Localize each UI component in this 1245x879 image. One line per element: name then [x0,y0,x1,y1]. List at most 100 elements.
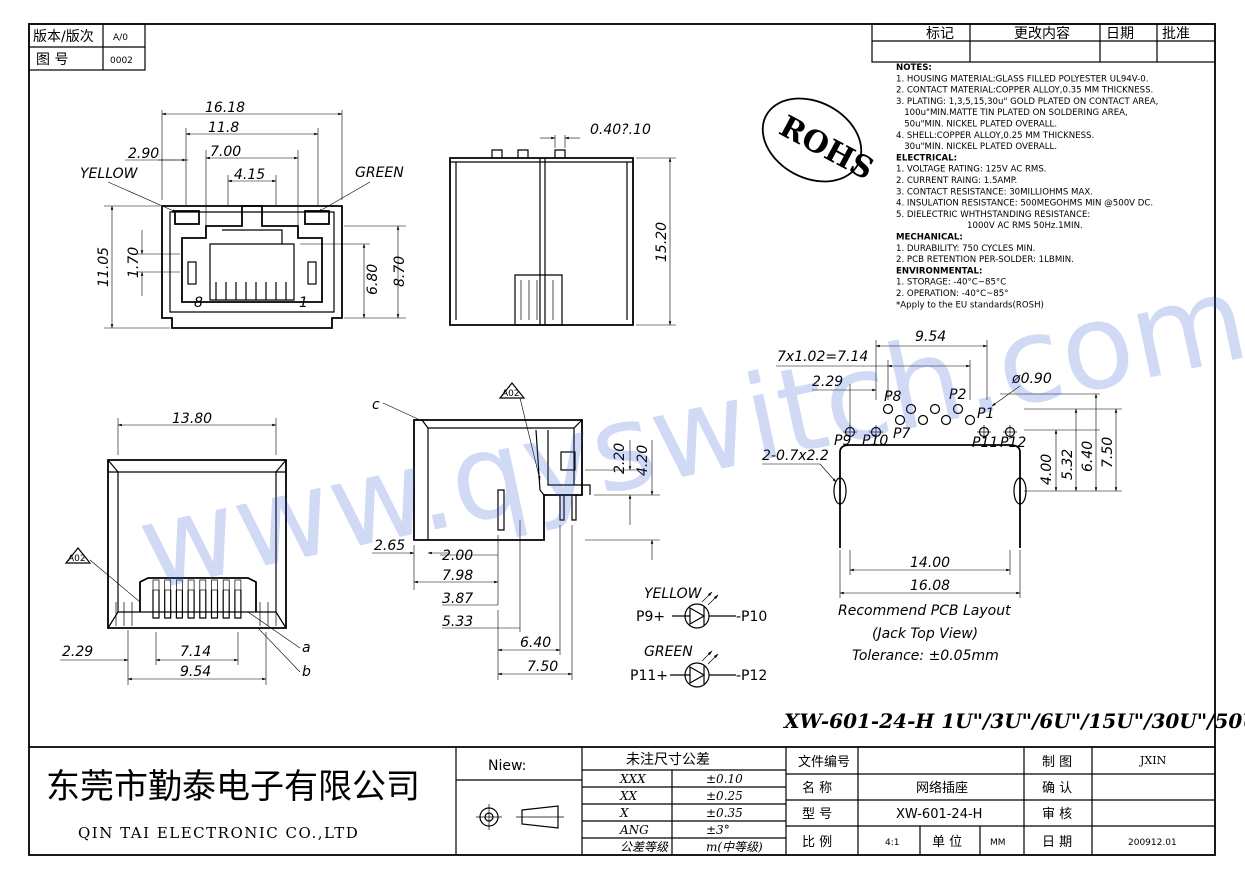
side-view: 0.40?.10 15.20 [449,122,676,326]
bottom-pin [222,590,230,619]
pcb-p10: P10 [862,433,888,449]
bottom-pin-tab [199,579,207,591]
watermark: www.qyswitch.com [127,248,1245,617]
pcb-hole [894,414,906,426]
date-value: 200912.01 [1128,838,1177,848]
title-block: 东莞市勤泰电子有限公司 QIN TAI ELECTRONIC CO.,LTD N… [29,746,1215,855]
yellow-label: YELLOW [80,166,139,182]
tol-key: XX [619,789,638,803]
pin8-label: 8 [194,295,203,311]
pcb-dim-16-08: 16.08 [910,578,950,594]
note-line: 5. DIELECTRIC WHTHSTANDING RESISTANCE: [896,210,1090,220]
version-value: A/0 [113,33,128,43]
note-line: 1. VOLTAGE RATING: 125V AC RMS. [896,165,1047,175]
note-line: 50u"MIN. NICKEL PLATED OVERALL. [896,120,1057,130]
name-label: 名 称 [802,780,832,796]
pcb-hole [917,414,929,426]
pcb-caption-3: Tolerance: ±0.05mm [852,648,999,664]
pcb-dim-0-90: ø0.90 [1011,371,1052,387]
dim-0-40: 0.40?.10 [590,122,651,138]
note-line: 2. CURRENT RAING: 1.5AMP. [896,176,1017,186]
tol-value: ±3° [706,823,730,837]
bottom-pin-tab [234,579,242,591]
file-no-label: 文件编号 [798,755,850,770]
note-line: 2. PCB RETENTION PER-SOLDER: 1LBMIN. [896,255,1074,265]
pcb-p11: P11 [972,435,998,451]
name-value: 网络插座 [916,780,968,796]
note-line: 4. SHELL:COPPER ALLOY,0.25 MM THICKNESS. [896,131,1094,141]
note-line: 2. OPERATION: -40°C~85° [896,289,1009,299]
note-line: 1000V AC RMS 50Hz.1MIN. [896,221,1083,231]
dim-7-14: 7.14 [180,644,211,660]
pcb-p1: P1 [977,406,994,422]
pcb-dim-14-00: 14.00 [910,555,950,571]
led-yellow-label: YELLOW [644,586,703,602]
version-label: 版本/版次 [33,29,94,45]
dim-7-98: 7.98 [442,568,473,584]
note-line: ELECTRICAL: [896,153,957,163]
company-en: QIN TAI ELECTRONIC CO.,LTD [78,824,359,842]
model-value: XW-601-24-H [896,807,982,822]
part-title: XW-601-24-H 1U"/3U"/6U"/15U"/30U"/50U" [782,709,1245,733]
dim-4-15: 4.15 [234,167,265,183]
bottom-pin-tab [211,579,218,591]
pcb-layout: 9.54 7x1.02=7.14 2.29 ø0.90 P8 P2 P1 P7 … [762,329,1122,664]
green-label: GREEN [355,165,404,181]
pcb-dim-5-32: 5.32 [1060,449,1076,480]
note-line: 100u"MIN.MATTE TIN PLATED ON SOLDERING A… [896,108,1128,118]
pcb-p2: P2 [949,387,966,403]
dim-3-87: 3.87 [442,591,473,607]
revision-table: 标记 更改内容 日期 批准 [871,23,1216,63]
dim-2-20: 2.20 [612,443,628,474]
front-view: 8 1 16.18 11.8 7.00 2.90 4.15 YELLOW GRE… [80,100,408,329]
pcb-caption-1: Recommend PCB Layout [838,603,1011,619]
rev-header-mark: 标记 [926,26,954,42]
bottom-pin-tab [176,579,183,591]
tol-value: ±0.35 [706,806,743,820]
pcb-hole [882,403,894,415]
label-b: b [302,664,311,680]
label-c: c [372,397,380,413]
pcb-dim-2-29: 2.29 [812,374,843,390]
pcb-dim-9-54: 9.54 [915,329,946,345]
bottom-view: 13.80 A02 2.29 7.14 9.54 a b [60,411,311,685]
tol-key: X [619,806,629,820]
led-p9: P9+ [636,609,665,625]
tolerance-title: 未注尺寸公差 [626,752,710,768]
note-line: NOTES: [896,63,932,73]
company-cn: 东莞市勤泰电子有限公司 [46,767,420,807]
pcb-dim-6-40: 6.40 [1080,441,1096,472]
dim-13-80: 13.80 [172,411,212,427]
led-p11: P11+ [630,668,668,684]
note-line: 3. PLATING: 1,3,5,15,30u" GOLD PLATED ON… [896,97,1158,107]
rohs-text: ROHS [774,109,880,187]
model-label: 型 号 [802,807,832,822]
pcb-dim-7x: 7x1.02=7.14 [777,349,868,365]
bottom-pin-tab [187,579,195,591]
dim-4-20: 4.20 [635,445,651,476]
rev-header-approve: 批准 [1162,26,1190,42]
bottom-pin [187,590,195,619]
dim-2-00: 2.00 [442,548,473,564]
note-line: 1. STORAGE: -40°C~85°C [896,278,1006,288]
dim-7-00: 7.00 [210,144,241,160]
scale-value: 4:1 [885,838,899,848]
drawing-no-value: 0002 [110,56,133,66]
pcb-hole [929,403,941,415]
rev-header-content: 更改内容 [1014,25,1070,42]
tol-key: 公差等级 [620,840,669,854]
note-line: 3. CONTACT RESISTANCE: 30MILLIOHMS MAX. [896,187,1093,197]
bottom-pin [210,590,219,619]
dim-11-8: 11.8 [208,120,239,136]
label-a: a [302,640,311,656]
bottom-pin-tab [152,579,160,591]
rohs-mark: ROHS [761,97,880,187]
confirm-label: 确 认 [1042,781,1072,796]
pcb-p9: P9 [834,433,851,449]
note-line: 1. DURABILITY: 750 CYCLES MIN. [896,244,1035,254]
review-label: 审 核 [1042,807,1072,822]
bottom-pin-tab [222,579,230,591]
dim-6-40: 6.40 [520,635,551,651]
bottom-pin [199,590,207,619]
dim-16-18: 16.18 [205,100,245,116]
